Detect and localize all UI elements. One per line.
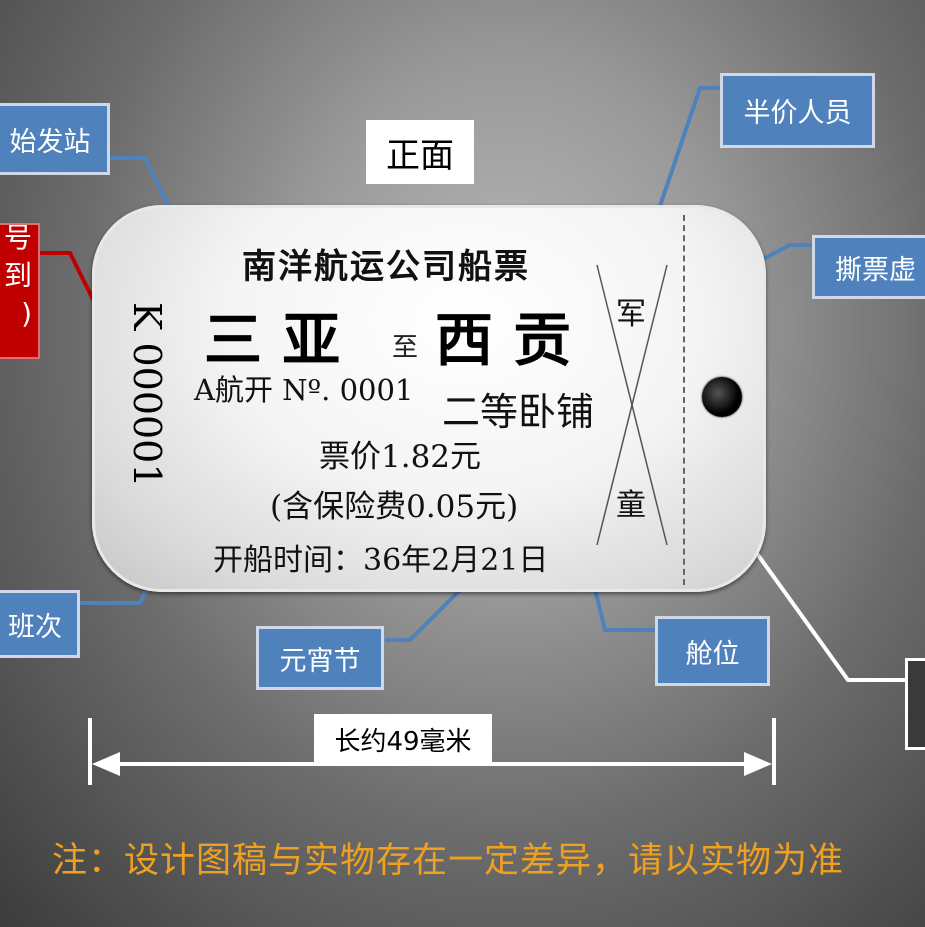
callout-hole-partial [905, 658, 925, 750]
serial-partial-1: 号 [3, 223, 32, 254]
stub-bottom-char: 童 [616, 488, 646, 523]
ticket-departure: 开船时间：36年2月21日 [213, 543, 549, 578]
ticket-hole [702, 377, 742, 417]
callout-serial-red: 号 到 ) [0, 223, 40, 359]
callout-tear-line: 撕票虚 [812, 235, 925, 299]
serial-partial-3: ) [21, 297, 32, 330]
callout-origin-station: 始发站 [0, 103, 110, 175]
stub-cross [596, 264, 668, 546]
ticket-class: 二等卧铺 [442, 390, 595, 434]
dimension-arrow-right [744, 752, 772, 776]
ticket-title: 南洋航运公司船票 [242, 247, 530, 287]
ticket-route-line: A航开 Nº. 0001 [194, 373, 414, 407]
ticket-insurance: (含保险费0.05元) [270, 489, 519, 525]
callout-voyage: 班次 [0, 590, 80, 658]
tear-dashed-line [683, 215, 685, 585]
callout-cabin: 舱位 [655, 616, 770, 686]
dimension-arrow-left [92, 752, 120, 776]
ticket-price: 票价1.82元 [319, 439, 482, 475]
footnote: 注：设计图稿与实物存在一定差异，请以实物为准 [52, 841, 845, 881]
ticket-to: 西 贡 [435, 306, 572, 374]
ship-ticket: 南洋航运公司船票 三 亚 至 西 贡 K 000001 A航开 Nº. 0001… [92, 205, 766, 592]
callout-half-price: 半价人员 [720, 73, 875, 148]
stub-top-char: 军 [616, 297, 646, 332]
ticket-from: 三 亚 [204, 306, 341, 374]
ticket-to-word: 至 [392, 333, 419, 363]
front-label: 正面 [366, 120, 474, 184]
dimension-label: 长约49毫米 [314, 714, 492, 764]
ticket-serial-number: K 000001 [125, 302, 169, 488]
serial-partial-2: 到 [3, 259, 32, 292]
callout-lantern-festival: 元宵节 [256, 626, 384, 690]
